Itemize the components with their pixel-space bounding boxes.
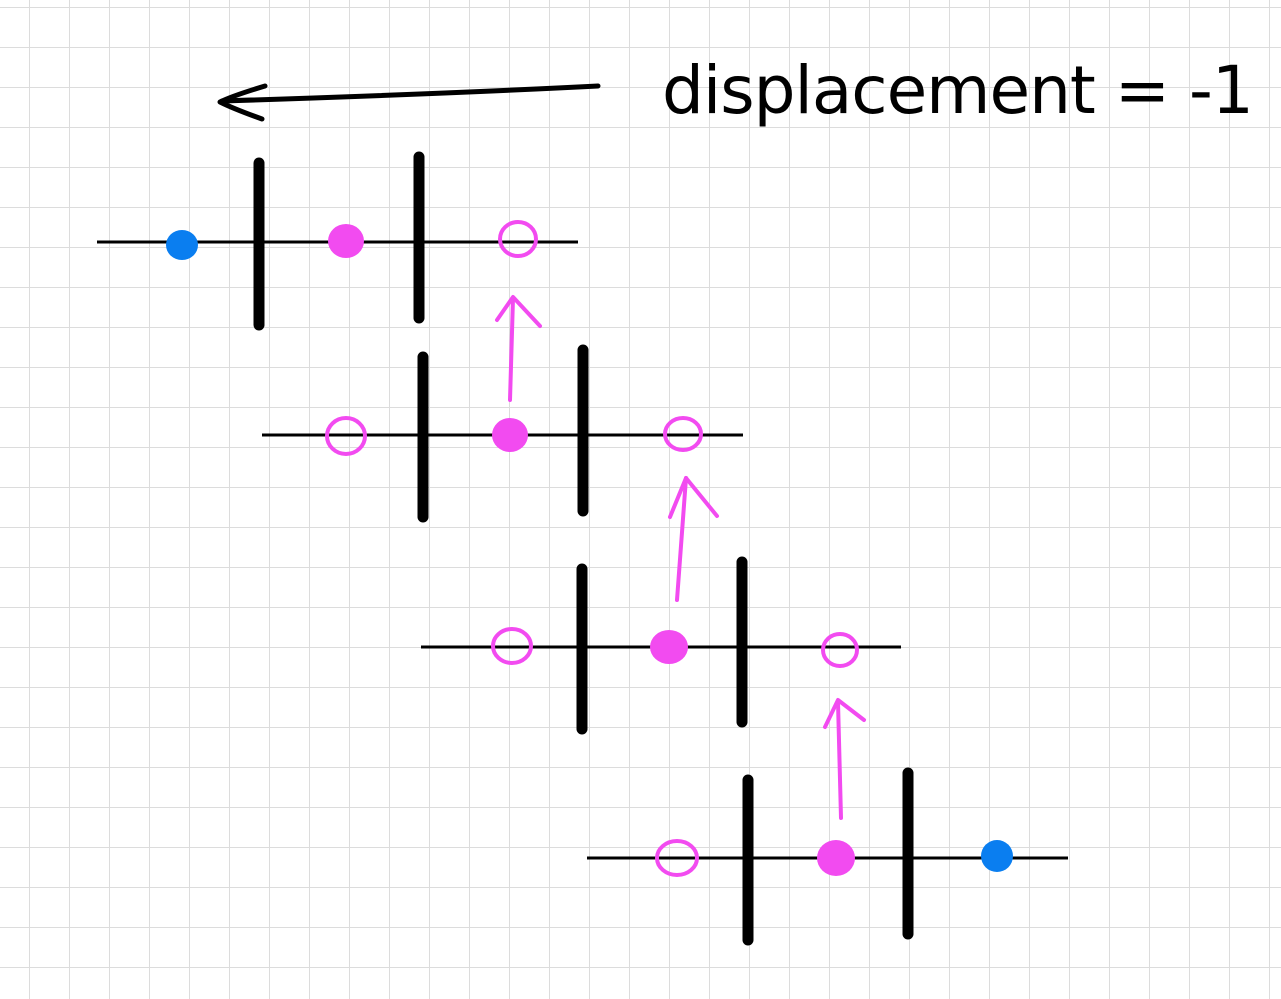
arrow-row4-to-row3-shaft bbox=[836, 700, 843, 820]
arrow-row3-to-row2-head bbox=[668, 476, 719, 519]
row-1-pink-hollow-point bbox=[498, 220, 538, 258]
arrow-row4-to-row3-head bbox=[823, 698, 866, 729]
arrow-row2-to-row1-head bbox=[495, 295, 542, 328]
arrow-row2-to-row1-shaft bbox=[508, 296, 515, 402]
row-4-pink-filled-point bbox=[817, 840, 855, 876]
displacement-arrow-shaft bbox=[219, 83, 601, 104]
row-1-blue-point bbox=[166, 230, 198, 260]
displacement-arrow-head bbox=[217, 83, 268, 122]
row-2-pink-hollow-point-right bbox=[663, 416, 703, 452]
row-2 bbox=[262, 344, 743, 523]
row-2-pink-filled-point bbox=[492, 418, 528, 452]
arrow-row2-to-row1 bbox=[495, 295, 542, 402]
row-3-pink-hollow-point-right bbox=[821, 632, 859, 668]
row-4 bbox=[587, 767, 1068, 946]
row-4-blue-point bbox=[981, 840, 1013, 872]
displacement-label: displacement = -1 bbox=[662, 52, 1254, 129]
displacement-arrow bbox=[217, 83, 601, 122]
row-3-pink-hollow-point-left bbox=[491, 627, 533, 665]
arrow-row3-to-row2-shaft bbox=[675, 476, 688, 602]
row-3 bbox=[421, 556, 901, 735]
row-3-pink-filled-point bbox=[650, 630, 688, 664]
arrow-row3-to-row2 bbox=[668, 476, 719, 602]
arrow-row4-to-row3 bbox=[823, 698, 866, 820]
row-1 bbox=[97, 151, 578, 331]
row-4-pink-hollow-point bbox=[655, 839, 699, 877]
row-2-pink-hollow-point-left bbox=[325, 416, 367, 456]
row-1-pink-filled-point bbox=[328, 224, 364, 258]
